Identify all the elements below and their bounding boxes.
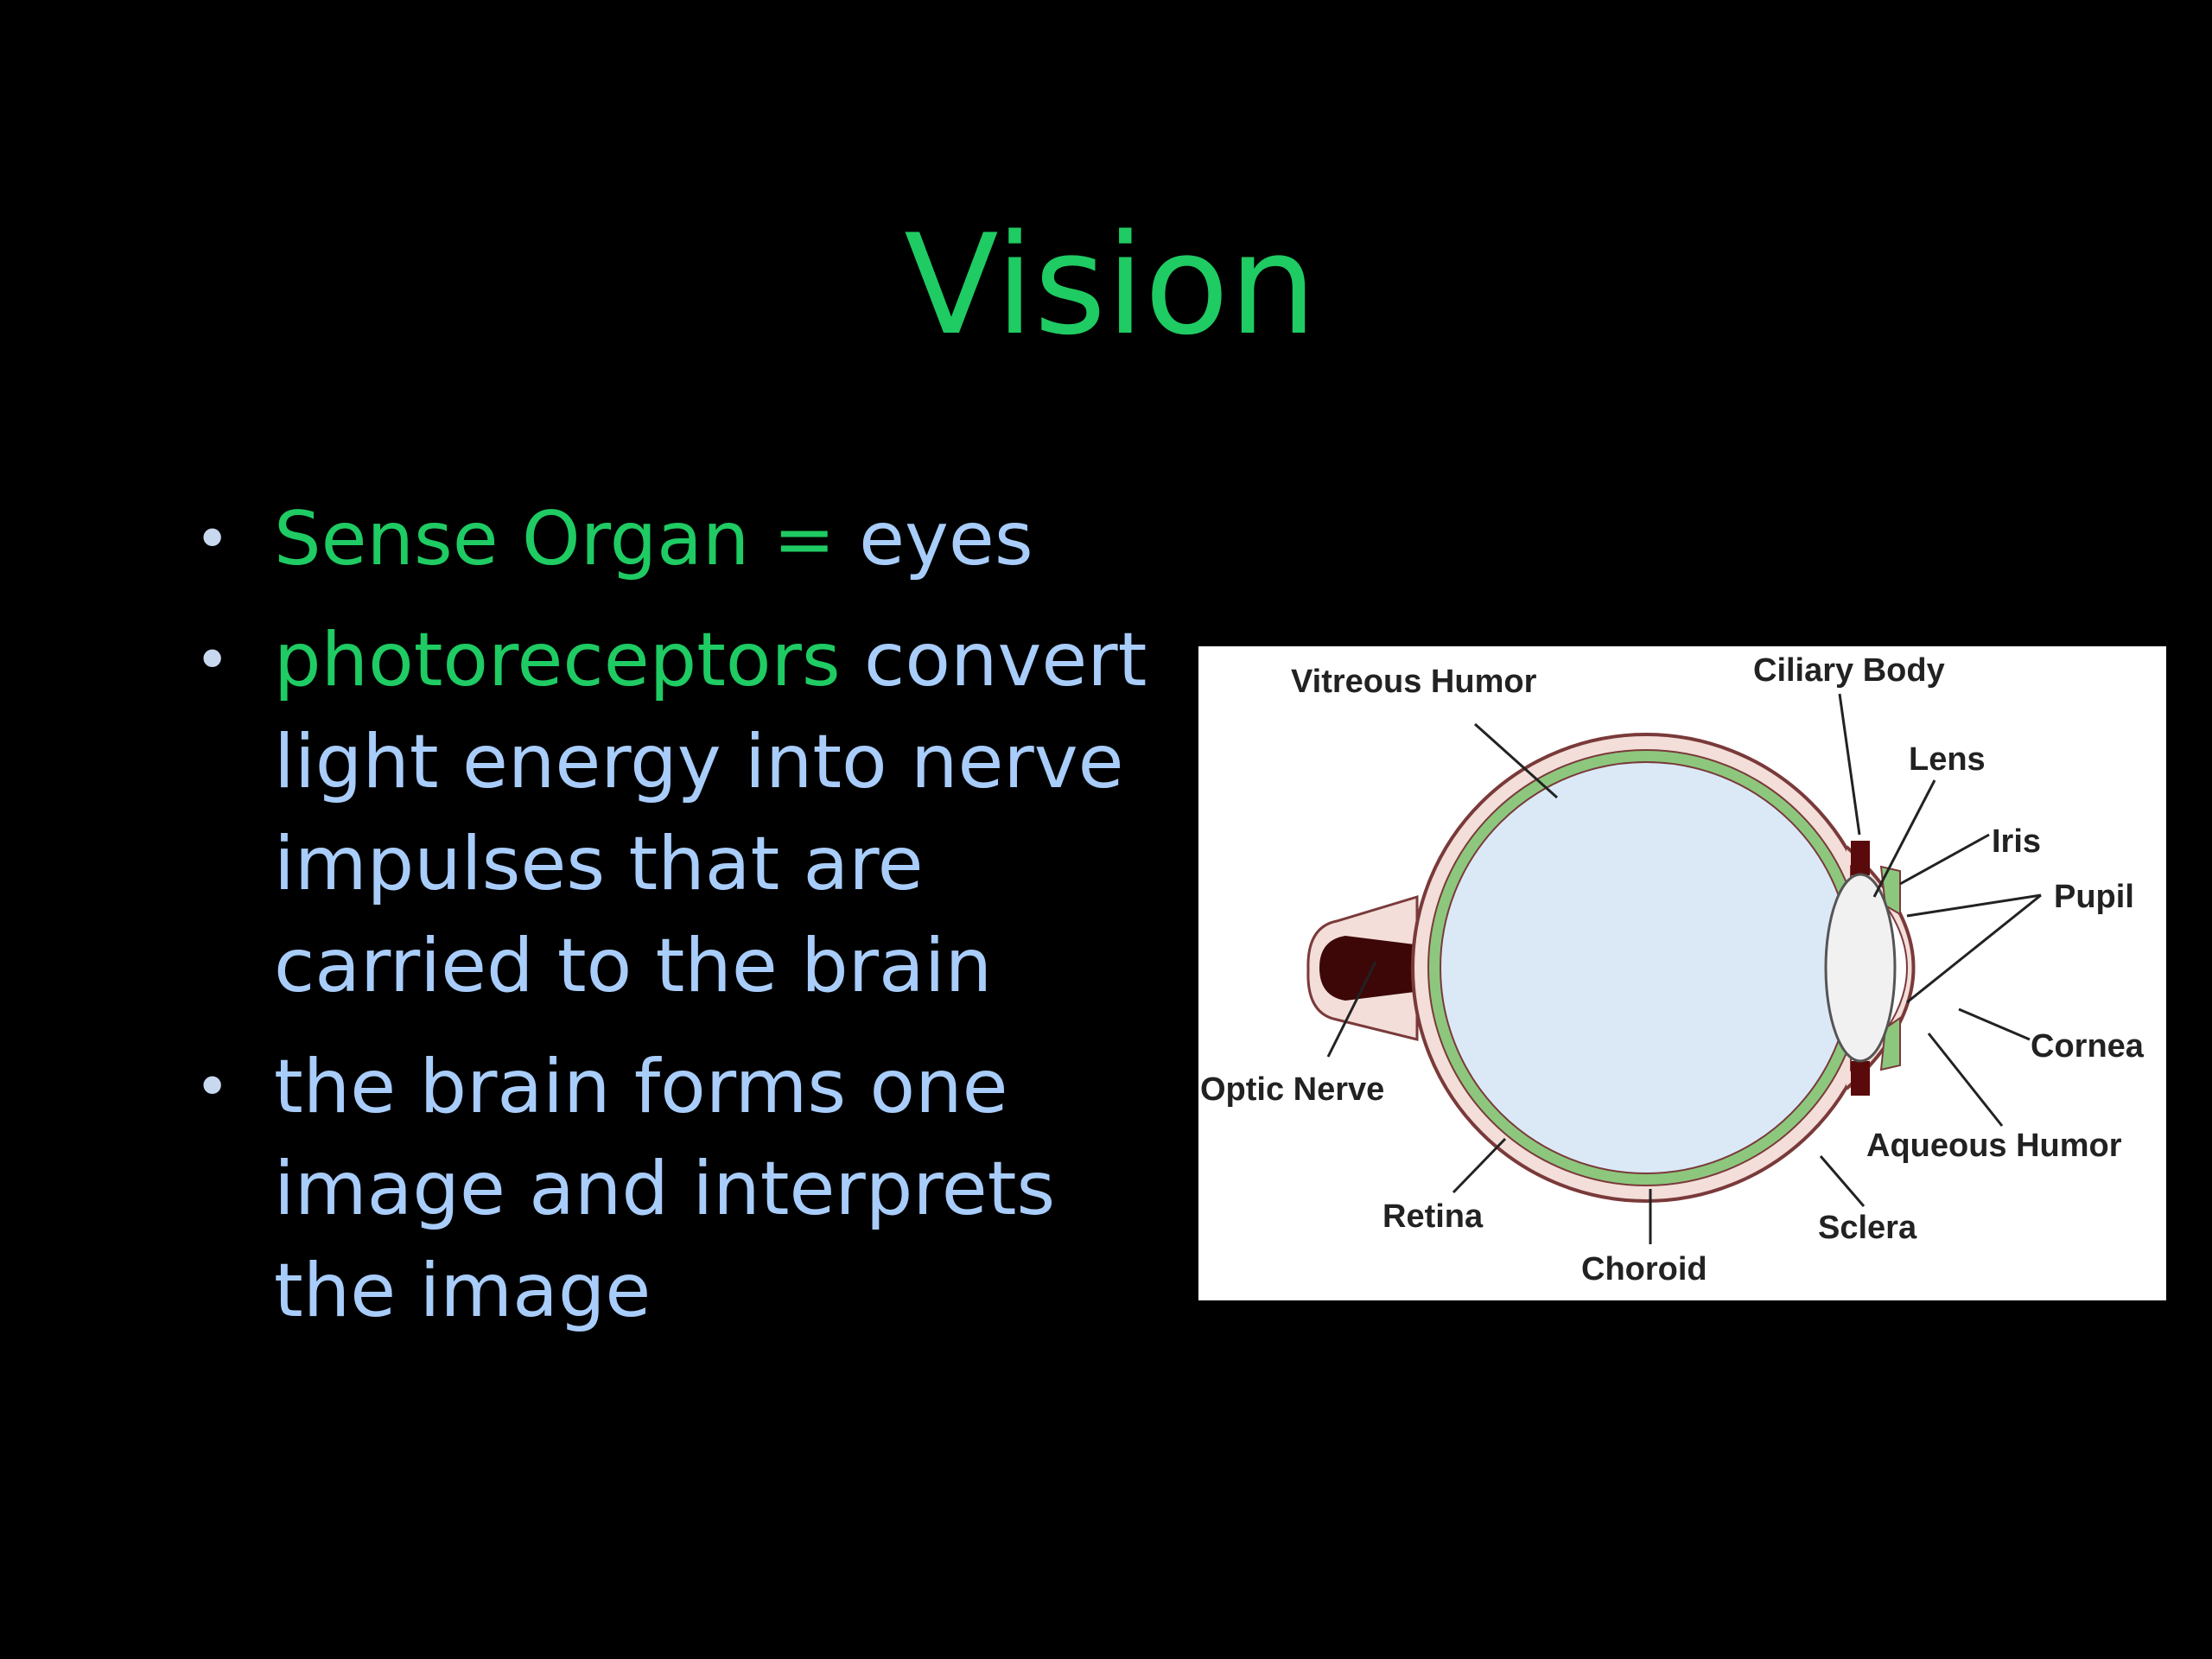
pointer-sclera [1819, 1155, 1866, 1207]
label-vitreous-humor: Vitreous Humor [1291, 664, 1537, 700]
bullet-icon: • [194, 625, 231, 696]
ciliary-body-top [1851, 841, 1870, 875]
label-optic-nerve: Optic Nerve [1200, 1071, 1384, 1108]
eye-diagram: Vitreous Humor Ciliary Body Lens Iris Pu… [1198, 646, 2166, 1300]
label-pupil: Pupil [2054, 879, 2134, 915]
pointer-lens [1872, 779, 1936, 898]
eye-diagram-svg: Vitreous Humor Ciliary Body Lens Iris Pu… [1200, 652, 2145, 1287]
pointer-retina [1452, 1137, 1507, 1194]
pointer-lines [1326, 693, 2042, 1244]
label-choroid: Choroid [1581, 1251, 1707, 1287]
label-aqueous-humor: Aqueous Humor [1866, 1128, 2122, 1164]
bullet-text-term: Sense Organ = [274, 496, 860, 582]
label-retina: Retina [1382, 1198, 1484, 1235]
pointer-optic [1326, 961, 1377, 1058]
pointer-pupil-2 [1906, 893, 2042, 1004]
pointer-iris [1899, 833, 1990, 886]
lens-shape [1824, 873, 1897, 1063]
pointer-vitreous [1473, 722, 1559, 799]
pointer-ciliary [1838, 693, 1861, 836]
ciliary-body-bottom [1851, 1061, 1870, 1096]
bullet-list: • Sense Organ = eyes • photoreceptors co… [194, 488, 1162, 1361]
label-iris: Iris [1992, 823, 2041, 860]
bullet-icon: • [194, 504, 231, 575]
bullet-item-brain: • the brain forms one image and interpre… [194, 1036, 1162, 1342]
pointer-cornea [1958, 1007, 2031, 1041]
bullet-item-photoreceptors: • photoreceptors convert light energy in… [194, 609, 1162, 1017]
slide-title: Vision [904, 204, 1317, 365]
bullet-text-term: photoreceptors [274, 617, 841, 703]
pointer-pupil-1 [1906, 893, 2042, 918]
label-lens: Lens [1909, 741, 1986, 778]
label-cornea: Cornea [2031, 1028, 2145, 1065]
bullet-text: eyes [859, 496, 1033, 582]
bullet-item-sense-organ: • Sense Organ = eyes [194, 488, 1162, 590]
bullet-text: the brain forms one image and interprets… [274, 1044, 1056, 1334]
vitreous-shape [1440, 761, 1853, 1174]
label-ciliary-body: Ciliary Body [1753, 652, 1945, 689]
bullet-text: convert light energy into nerve impulses… [274, 617, 1147, 1009]
optic-nerve-core [1319, 936, 1414, 1001]
pointer-aqueous [1927, 1033, 2004, 1127]
label-sclera: Sclera [1818, 1210, 1917, 1246]
bullet-icon: • [194, 1052, 231, 1122]
